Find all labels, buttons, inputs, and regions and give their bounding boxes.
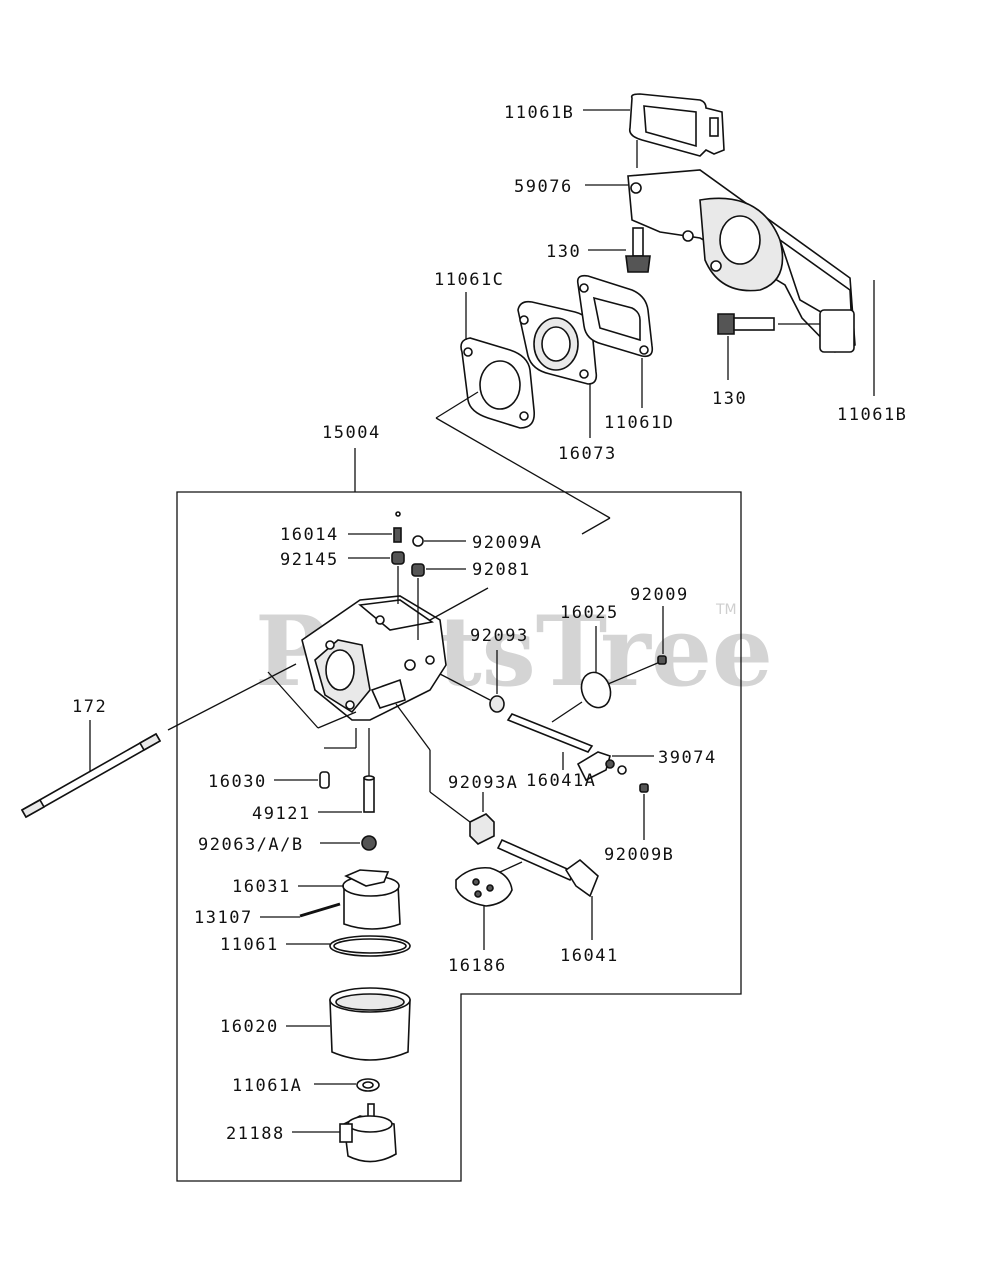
choke-shaft-16041 xyxy=(496,838,599,898)
float-16031 xyxy=(342,869,401,930)
spring-92081 xyxy=(411,563,425,577)
pin-13107 xyxy=(299,902,341,918)
lever-39074 xyxy=(576,751,627,782)
gasket-11061c xyxy=(460,337,536,429)
label-130-right: 130 xyxy=(712,389,747,409)
screw-92009b xyxy=(639,783,649,793)
label-39074: 39074 xyxy=(658,748,717,768)
label-21188: 21188 xyxy=(226,1124,285,1144)
label-49121: 49121 xyxy=(252,804,311,824)
label-11061: 11061 xyxy=(220,935,279,955)
intake-manifold-59076 xyxy=(627,169,856,353)
o-ring-11061 xyxy=(329,935,411,957)
gasket-11061b-top xyxy=(628,93,725,157)
seal-92093 xyxy=(489,695,505,713)
label-16025: 16025 xyxy=(560,603,619,623)
label-11061a: 11061A xyxy=(232,1076,302,1096)
watermark-trademark: TM xyxy=(715,602,737,618)
stud-172 xyxy=(20,732,162,819)
carburetor-assembly-outline xyxy=(176,491,742,1182)
throttle-plate-16025 xyxy=(580,671,612,709)
solenoid-21188 xyxy=(339,1103,397,1163)
washer-11061a xyxy=(356,1078,380,1092)
bolt-130-top xyxy=(625,227,651,273)
label-16041a: 16041A xyxy=(526,771,596,791)
pin-16030 xyxy=(319,771,330,789)
label-59076: 59076 xyxy=(514,177,573,197)
label-92009b: 92009B xyxy=(604,845,674,865)
label-16186: 16186 xyxy=(448,956,507,976)
label-16030: 16030 xyxy=(208,772,267,792)
label-15004: 15004 xyxy=(322,423,381,443)
seal-92093a xyxy=(469,813,495,845)
label-92081: 92081 xyxy=(472,560,531,580)
label-92145: 92145 xyxy=(280,550,339,570)
carburetor-body xyxy=(301,595,447,721)
label-16041: 16041 xyxy=(560,946,619,966)
insulator-16073 xyxy=(517,300,598,385)
throttle-shaft-16041a xyxy=(506,713,594,753)
label-92093: 92093 xyxy=(470,626,529,646)
label-11061b-right: 11061B xyxy=(837,405,907,425)
label-11061c: 11061C xyxy=(434,270,504,290)
label-16020: 16020 xyxy=(220,1017,279,1037)
label-92093a: 92093A xyxy=(448,773,518,793)
label-92063ab: 92063/A/B xyxy=(198,835,304,855)
label-16073: 16073 xyxy=(558,444,617,464)
label-130-top: 130 xyxy=(546,242,581,262)
gasket-11061d xyxy=(576,274,654,358)
label-92009: 92009 xyxy=(630,585,689,605)
float-valve-49121 xyxy=(363,775,375,813)
label-16014: 16014 xyxy=(280,525,339,545)
screw-92009a xyxy=(412,535,424,547)
label-92009a: 92009A xyxy=(472,533,542,553)
label-11061d: 11061D xyxy=(604,413,674,433)
label-16031: 16031 xyxy=(232,877,291,897)
choke-plate-16186 xyxy=(455,866,513,907)
spring-92145 xyxy=(391,551,405,565)
screw-92009 xyxy=(657,655,667,665)
label-172: 172 xyxy=(72,697,107,717)
bolt-130-right xyxy=(717,313,775,335)
spring-92063ab xyxy=(361,835,377,851)
label-11061b-top: 11061B xyxy=(504,103,574,123)
float-bowl-16020 xyxy=(329,987,411,1061)
label-13107: 13107 xyxy=(194,908,253,928)
screw-16014 xyxy=(393,511,402,543)
